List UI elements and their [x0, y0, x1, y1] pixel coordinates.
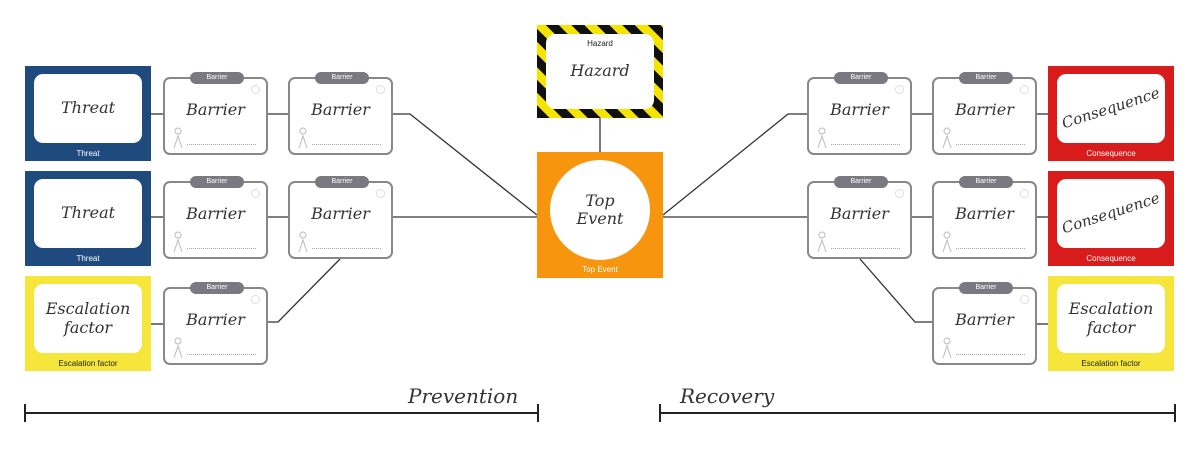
barrier-label: Barrier: [955, 310, 1014, 329]
threat-caption: Threat: [76, 149, 100, 158]
barrier-label: Barrier: [830, 204, 889, 223]
status-circle-icon: [376, 189, 385, 198]
person-icon: [173, 231, 183, 253]
barrier-label: Barrier: [955, 100, 1014, 119]
barrier-tab: Barrier: [190, 282, 244, 294]
owner-line: [187, 354, 256, 355]
threat-box-1[interactable]: Threat Threat: [25, 66, 151, 161]
status-circle-icon: [251, 189, 260, 198]
consequence-label: Consequence: [1059, 83, 1163, 133]
owner-line: [956, 144, 1025, 145]
barrier-tab: Barrier: [315, 176, 369, 188]
status-circle-icon: [251, 85, 260, 94]
escalation-caption: Escalation factor: [58, 359, 118, 368]
owner-line: [187, 144, 256, 145]
threat-box-2[interactable]: Threat Threat: [25, 171, 151, 266]
consequence-box-2[interactable]: Consequence Consequence: [1048, 171, 1174, 266]
owner-line: [312, 144, 381, 145]
status-circle-icon: [895, 189, 904, 198]
recovery-label: Recovery: [680, 384, 775, 408]
escalation-caption: Escalation factor: [1081, 359, 1141, 368]
person-icon: [173, 337, 183, 359]
barrier-label: Barrier: [186, 100, 245, 119]
barrier-tab: Barrier: [190, 72, 244, 84]
owner-line: [831, 144, 900, 145]
threat-label: Threat: [60, 98, 116, 118]
top-event-caption: Top Event: [582, 265, 618, 274]
person-icon: [942, 337, 952, 359]
prevention-label: Prevention: [408, 384, 519, 408]
escalation-factor-box-left[interactable]: Escalation factor Escalation factor: [25, 276, 151, 371]
person-icon: [298, 231, 308, 253]
owner-line: [956, 248, 1025, 249]
barrier-label: Barrier: [186, 310, 245, 329]
barrier-tab: Barrier: [959, 176, 1013, 188]
person-icon: [173, 127, 183, 149]
barrier-label: Barrier: [955, 204, 1014, 223]
owner-line: [956, 354, 1025, 355]
person-icon: [298, 127, 308, 149]
status-circle-icon: [1020, 189, 1029, 198]
barrier-tab: Barrier: [315, 72, 369, 84]
owner-line: [187, 248, 256, 249]
person-icon: [942, 127, 952, 149]
barrier-label: Barrier: [311, 100, 370, 119]
threat-label: Threat: [60, 203, 116, 223]
hazard-caption: Hazard: [587, 39, 613, 48]
hazard-label: Hazard: [570, 61, 630, 80]
barrier-label: Barrier: [186, 204, 245, 223]
owner-line: [831, 248, 900, 249]
owner-line: [312, 248, 381, 249]
person-icon: [942, 231, 952, 253]
barrier-tab: Barrier: [834, 72, 888, 84]
barrier-tab: Barrier: [834, 176, 888, 188]
barrier-tab: Barrier: [959, 282, 1013, 294]
consequence-caption: Consequence: [1086, 149, 1136, 158]
top-event-label: Top Event: [576, 190, 624, 228]
person-icon: [817, 127, 827, 149]
consequence-caption: Consequence: [1086, 254, 1136, 263]
escalation-label: Escalation factor: [1068, 299, 1154, 337]
consequence-label: Consequence: [1059, 188, 1163, 238]
status-circle-icon: [376, 85, 385, 94]
hazard-box[interactable]: Hazard Hazard: [537, 25, 663, 118]
barrier-tab: Barrier: [190, 176, 244, 188]
barrier-label: Barrier: [830, 100, 889, 119]
top-event-box[interactable]: Top Event Top Event: [537, 152, 663, 278]
escalation-factor-box-right[interactable]: Escalation factor Escalation factor: [1048, 276, 1174, 371]
status-circle-icon: [251, 295, 260, 304]
person-icon: [817, 231, 827, 253]
threat-caption: Threat: [76, 254, 100, 263]
barrier-tab: Barrier: [959, 72, 1013, 84]
consequence-box-1[interactable]: Consequence Consequence: [1048, 66, 1174, 161]
status-circle-icon: [1020, 295, 1029, 304]
escalation-label: Escalation factor: [45, 299, 131, 337]
status-circle-icon: [895, 85, 904, 94]
status-circle-icon: [1020, 85, 1029, 94]
barrier-label: Barrier: [311, 204, 370, 223]
